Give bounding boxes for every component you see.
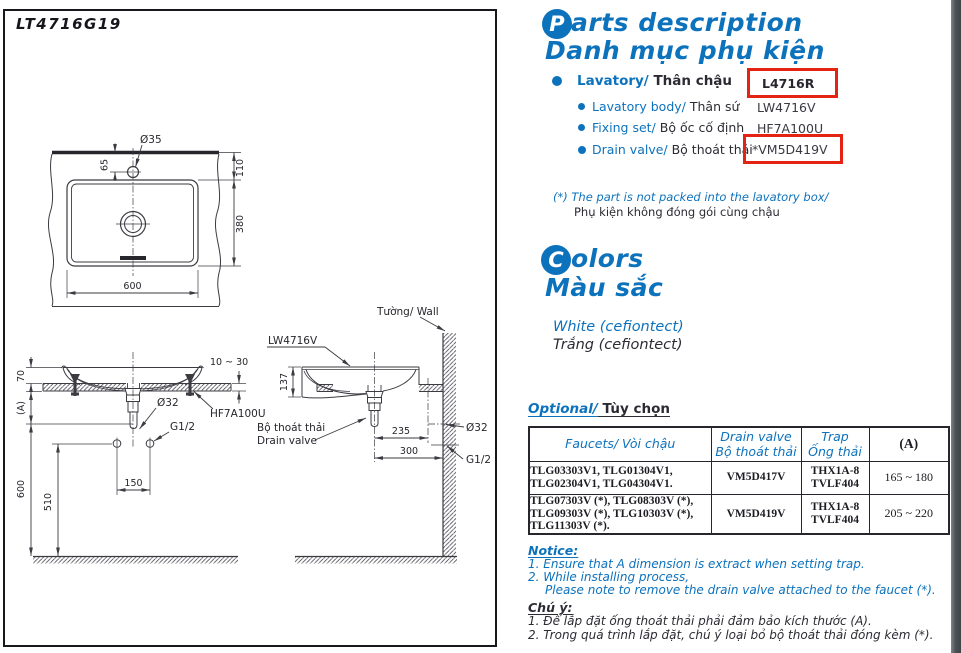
dim-150: 150 [124,478,142,489]
parts-initial: P [549,12,565,36]
dim-235: 235 [392,426,410,437]
optional-heading-en: Optional/ [528,401,598,417]
parts-initial-badge: P [542,9,572,39]
note-vi-line: 1. Để lắp đặt ống thoát thải phải đảm bả… [528,614,872,628]
parts-item-value: HF7A100U [757,121,824,136]
dim-supply-thread-front: G1/2 [170,421,195,433]
notice-heading: Notice: [528,543,579,558]
parts-item-lavatory-body: Lavatory body/ Thân sứ [592,99,739,114]
parts-item-label-en: Lavatory body/ [592,99,686,114]
model-title: LT4716G19 [16,15,122,33]
dim-380: 380 [235,215,246,233]
dim-hole-dia: Ø35 [140,134,162,146]
dim-300: 300 [400,446,418,457]
label-drain-valve-en: Drain valve [257,435,317,447]
cell-a-range: 205 ~ 220 [868,493,950,535]
highlight-box-drain-valve [743,134,843,164]
table-row: TLG03303V1, TLG01304V1,TLG02304V1, TLG04… [528,460,950,495]
side-view [267,316,465,564]
label-lavatory-body: LW4716V [268,335,318,347]
parts-item-value: LW4716V [757,100,816,115]
color-value-en: White (cefiontect) [553,319,684,335]
cell-a-range: 165 ~ 180 [868,460,950,495]
top-view [48,143,241,307]
parts-item-label-en: Fixing set/ [592,120,656,135]
dim-510: 510 [43,493,54,511]
dim-137: 137 [279,373,290,391]
parts-item-value: L4716R [762,76,815,91]
parts-item-lavatory: Lavatory/ Thân chậu [577,73,732,89]
cell-faucets: TLG03303V1, TLG01304V1,TLG02304V1, TLG04… [528,460,712,495]
col-header-faucets: Faucets/ Vòi chậu [528,426,712,462]
cell-drain-valve: VM5D417V [710,460,802,495]
bullet-icon [578,146,586,154]
parts-item-value: *VM5D419V [752,142,828,157]
col-header-drain-en: Drain valve [720,428,792,444]
technical-drawing: Ø35 65 110 380 600 [16,134,491,564]
dim-110: 110 [235,159,246,177]
optional-heading-vi: Tùy chọn [597,401,671,417]
dim-drain-dia-front: Ø32 [157,397,179,409]
dim-70: 70 [16,370,27,382]
optional-heading: Optional/ Tùy chọn [528,401,670,417]
parts-item-label-en: Drain valve/ [592,142,668,157]
viewer-background-strip [951,0,961,653]
parts-item-fixing-set: Fixing set/ Bộ ốc cố định [592,120,744,135]
col-header-trap-vi: Ống thải [808,444,862,460]
col-header-a: (A) [868,426,950,462]
bullet-icon [552,76,562,86]
cell-drain-valve: VM5D419V [710,493,802,535]
col-header-drain-vi: Bộ thoát thải [715,444,797,460]
cell-faucets: TLG07303V (*), TLG08303V (*),TLG09303V (… [528,493,712,535]
notice-line: Please note to remove the drain valve at… [545,583,936,597]
label-drain-valve-vi: Bộ thoát thải [257,422,325,434]
colors-title-en: olors [571,244,644,273]
parts-title-en: arts description [571,8,803,37]
dim-600-width: 600 [123,281,141,292]
dim-65: 65 [100,159,111,171]
dim-drain-dia-side: Ø32 [466,422,488,434]
note-vi-heading: Chú ý: [528,600,573,615]
dim-counter-thickness: 10 ~ 30 [210,357,248,368]
label-fixing-set: HF7A100U [210,408,266,420]
label-wall: Tường/ Wall [376,306,439,318]
highlight-box-lavatory [747,68,838,98]
parts-item-label-vi: Thân sứ [685,99,740,114]
drawing-page-border [3,9,497,647]
parts-item-label-vi: Bộ thoát thải [667,142,753,157]
bullet-icon [578,103,585,110]
colors-initial: C [548,248,564,272]
footnote-en: (*) The part is not packed into the lava… [553,190,829,204]
notice-line: 1. Ensure that A dimension is extract wh… [528,557,865,571]
front-view [26,352,246,564]
colors-title-vi: Màu sắc [545,273,664,302]
notice-line: 2. While installing process, [528,570,690,584]
col-header-trap-en: Trap [821,428,849,444]
bullet-icon [578,124,585,131]
parts-item-drain-valve: Drain valve/ Bộ thoát thải [592,142,753,157]
colors-initial-badge: C [541,245,571,275]
note-vi-line: 2. Trong quá trình lắp đặt, chú ý loại b… [528,628,934,642]
color-value-vi: Trắng (cefiontect) [553,337,683,353]
dim-supply-thread-side: G1/2 [466,454,491,466]
parts-item-label-vi: Bộ ốc cố định [655,120,745,135]
parts-title-vi: Danh mục phụ kiện [545,36,825,65]
parts-item-label-en: Lavatory/ [577,73,649,89]
dim-600-height: 600 [16,480,27,498]
parts-item-label-vi: Thân chậu [648,73,733,89]
dim-a-ref: (A) [16,401,27,415]
table-row: TLG07303V (*), TLG08303V (*),TLG09303V (… [528,493,950,535]
footnote-vi: Phụ kiện không đóng gói cùng chậu [574,205,780,219]
